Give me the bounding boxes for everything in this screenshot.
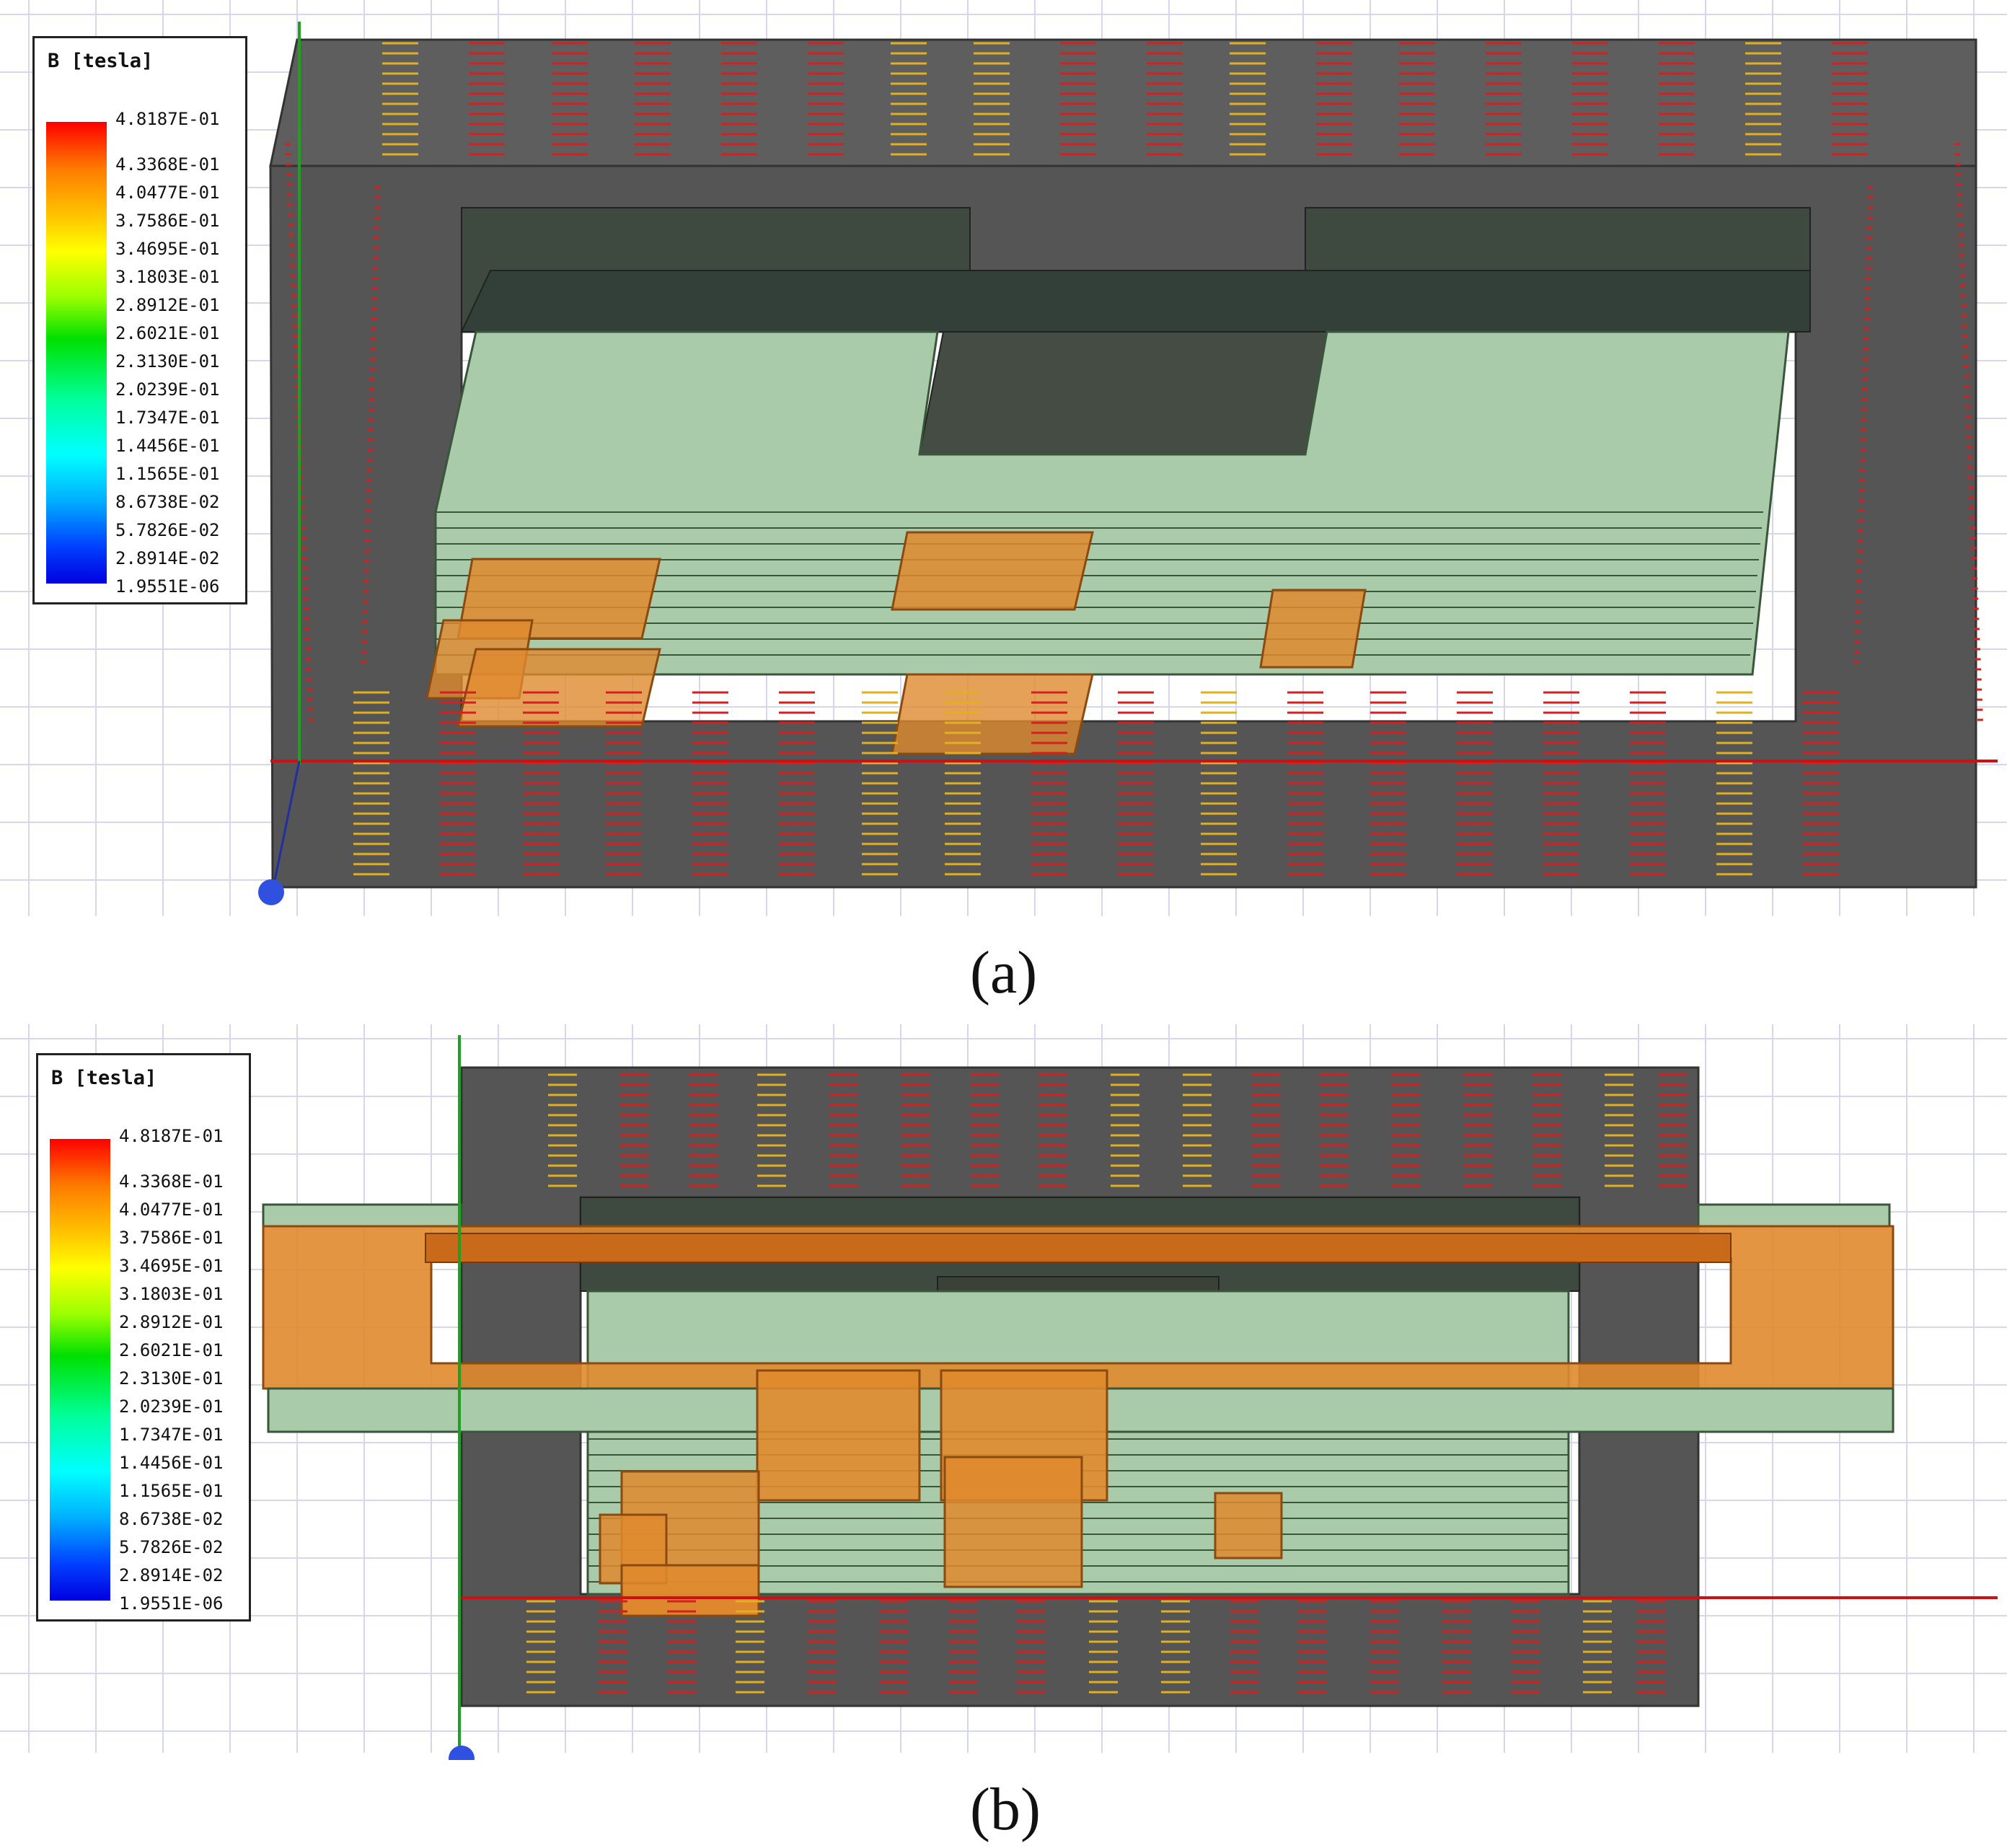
copper-pad-3 (1259, 589, 1367, 669)
flux-arrows (526, 1073, 1688, 1694)
legend-b: B [tesla] 4.8187E-01 4.3368E-01 4.0477E-01… (36, 1053, 251, 1622)
legend-tick-label: 4.0477E-01 (119, 1200, 224, 1220)
axis-origin-marker (449, 1746, 475, 1760)
legend-tick-label: 8.6738E-02 (119, 1509, 224, 1529)
panel-b: B [tesla] 4.8187E-01 4.3368E-01 4.0477E-01… (0, 1024, 2007, 1848)
color-scale-bar (50, 1139, 110, 1601)
legend-tick-label: 2.6021E-01 (115, 323, 220, 343)
legend-tick-label: 1.9551E-06 (119, 1593, 224, 1614)
legend-tick-label: 2.0239E-01 (119, 1396, 224, 1417)
legend-tick-label: 4.8187E-01 (115, 109, 220, 129)
legend-tick-label: 1.1565E-01 (115, 464, 220, 484)
legend-tick-label: 1.1565E-01 (119, 1481, 224, 1501)
copper-bar-top (425, 1233, 1732, 1263)
legend-tick-label: 2.0239E-01 (115, 379, 220, 400)
legend-tick-label: 2.3130E-01 (115, 351, 220, 371)
legend-tick-label: 2.8912E-01 (119, 1312, 224, 1332)
legend-tick-label: 1.7347E-01 (119, 1425, 224, 1445)
legend-tick-label: 1.4456E-01 (115, 436, 220, 456)
legend-tick-label: 3.1803E-01 (115, 267, 220, 287)
pcb-top (460, 270, 1811, 333)
legend-tick-label: 3.4695E-01 (115, 239, 220, 259)
copper-pad-2 (891, 531, 1094, 611)
legend-tick-label: 2.8914E-02 (119, 1565, 224, 1585)
legend-tick-label: 1.4456E-01 (119, 1453, 224, 1473)
panel-a: B [tesla] 4.8187E-01 4.3368E-01 4.0477E-01… (0, 0, 2007, 1006)
copper-pad-5 (456, 648, 661, 728)
legend-tick-label: 3.7586E-01 (115, 211, 220, 231)
legend-tick-label: 4.3368E-01 (115, 154, 220, 175)
copper-tab-1 (756, 1369, 921, 1502)
axis-origin-marker (258, 879, 284, 905)
copper-pad-4 (1214, 1492, 1283, 1559)
copper-pad-3 (943, 1456, 1083, 1588)
legend-title: B [tesla] (48, 50, 154, 72)
legend-tick-label: 5.7826E-02 (119, 1537, 224, 1557)
legend-a: B [tesla] 4.8187E-01 4.3368E-01 4.0477E-01… (32, 36, 247, 604)
caption-b: (b) (970, 1776, 1041, 1843)
pcb-right-extension (1697, 1203, 1891, 1228)
core-top-face (269, 38, 1977, 167)
pcb-face (434, 330, 1790, 676)
legend-tick-label: 2.3130E-01 (119, 1368, 224, 1389)
legend-tick-label: 8.6738E-02 (115, 492, 220, 512)
legend-tick-label: 1.7347E-01 (115, 408, 220, 428)
caption-a: (a) (970, 939, 1038, 1006)
pcb-left-extension (262, 1203, 463, 1228)
copper-pad-1 (456, 558, 661, 640)
legend-tick-label: 5.7826E-02 (115, 520, 220, 540)
legend-tick-label: 4.0477E-01 (115, 182, 220, 203)
field-plot-b (0, 1024, 2007, 1760)
legend-tick-label: 3.4695E-01 (119, 1256, 224, 1276)
legend-tick-label: 2.8914E-02 (115, 548, 220, 568)
legend-tick-label: 2.8912E-01 (115, 295, 220, 315)
copper-pad-5 (620, 1564, 760, 1617)
legend-tick-label: 3.7586E-01 (119, 1228, 224, 1248)
field-plot-a (0, 0, 2007, 916)
legend-title: B [tesla] (51, 1067, 157, 1089)
z-axis (271, 760, 301, 892)
center-leg (918, 324, 1328, 455)
legend-tick-label: 1.9551E-06 (115, 576, 220, 597)
flux-arrows (285, 42, 1983, 876)
legend-tick-label: 4.8187E-01 (119, 1126, 224, 1146)
legend-tick-label: 2.6021E-01 (119, 1340, 224, 1360)
color-scale-bar (46, 122, 107, 584)
legend-tick-label: 3.1803E-01 (119, 1284, 224, 1304)
legend-tick-label: 4.3368E-01 (119, 1171, 224, 1192)
